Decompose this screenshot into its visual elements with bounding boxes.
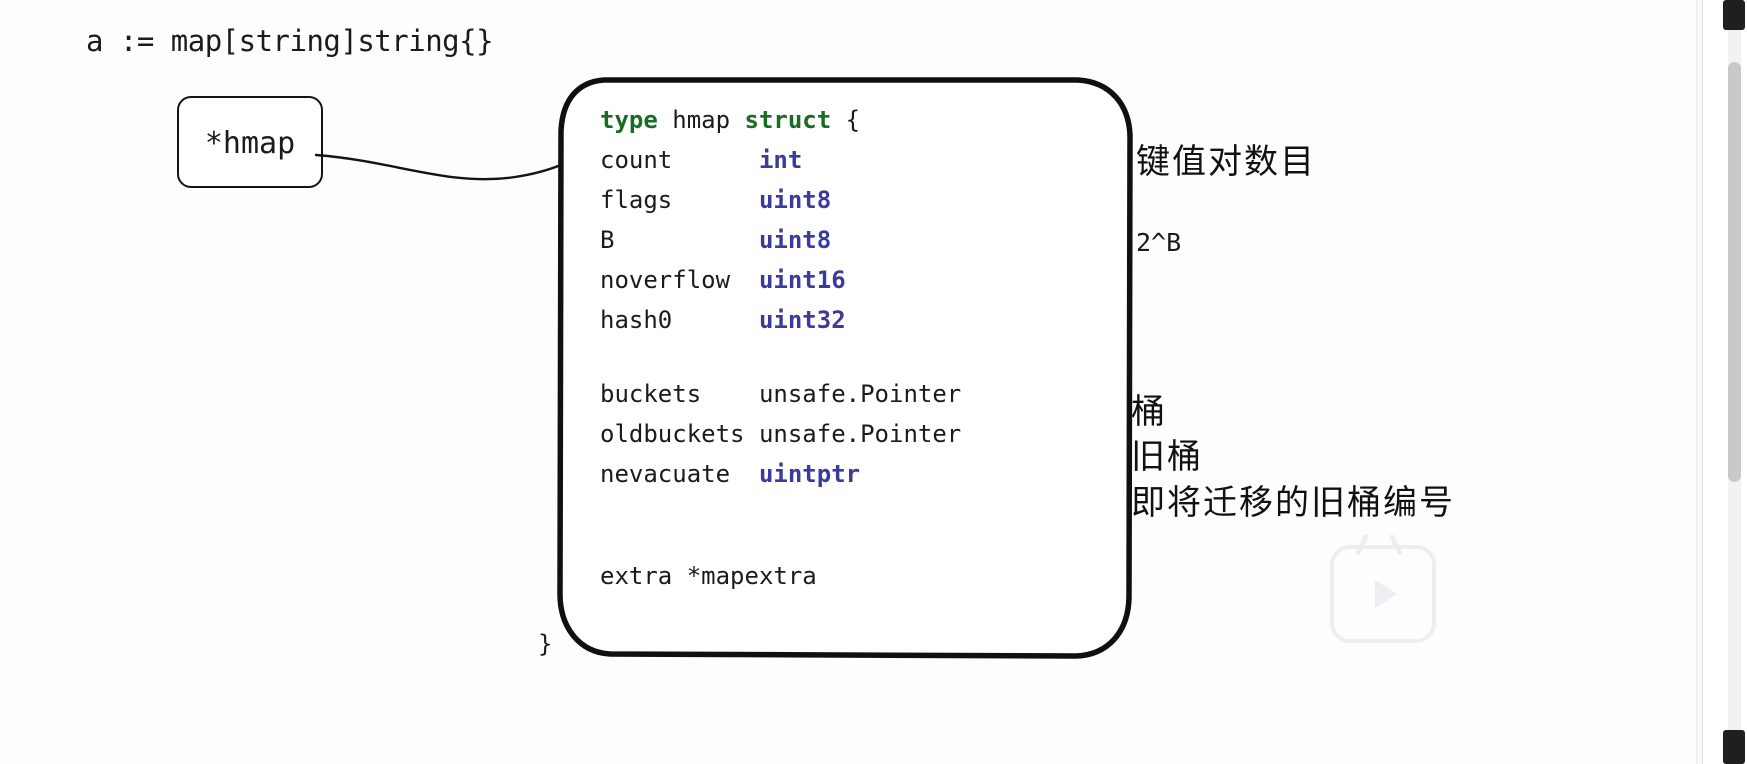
scrollbar-top-cap[interactable] (1723, 0, 1745, 30)
hmap-pointer-label: *hmap (204, 125, 296, 161)
gap-count (672, 146, 759, 174)
field-row-hash0: hash0 uint32 (600, 300, 1120, 340)
gap-hash0 (672, 306, 759, 334)
field-name-oldbuckets: oldbuckets (600, 420, 745, 448)
hmap-struct-code: type hmap struct { count int flags uint8… (538, 100, 1120, 664)
struct-name: hmap (672, 106, 731, 134)
brace-close: } (538, 630, 553, 658)
field-extra-line: extra *mapextra (600, 562, 817, 590)
field-type-oldbuckets: unsafe.Pointer (758, 420, 962, 448)
annotation-oldbuckets: 旧桶 (1131, 437, 1203, 477)
field-name-noverflow: noverflow (600, 266, 731, 294)
keyword-struct: struct (744, 106, 832, 134)
field-type-nevacuate: uintptr (758, 460, 861, 488)
player-watermark-icon (1330, 545, 1436, 643)
field-name-buckets: buckets (600, 380, 702, 408)
field-row-noverflow: noverflow uint16 (600, 260, 1120, 300)
field-type-b: uint8 (758, 226, 832, 254)
field-type-hash0: uint32 (758, 306, 846, 334)
page-right-edge (1696, 0, 1703, 764)
gap-noverflow (730, 266, 759, 294)
struct-container-outline (557, 77, 1133, 659)
field-type-flags: uint8 (758, 186, 832, 214)
browser-right-gutter (1702, 0, 1747, 764)
field-name-hash0: hash0 (600, 306, 673, 334)
code-blank-line-2 (600, 494, 1120, 528)
field-name-b: B (600, 226, 615, 254)
struct-kw-spacer (730, 106, 744, 134)
hmap-pointer-box: *hmap (177, 96, 323, 188)
code-line-brace-close: } (538, 624, 1120, 664)
field-name-nevacuate: nevacuate (600, 460, 731, 488)
keyword-type: type (600, 106, 658, 134)
gap-oldbuckets (745, 420, 759, 448)
field-row-buckets: buckets unsafe.Pointer (600, 374, 1120, 414)
field-row-nevacuate: nevacuate uintptr (600, 454, 1120, 494)
field-row-count: count int (600, 140, 1120, 180)
code-blank-line-4 (600, 596, 1120, 624)
gap-b (614, 226, 759, 254)
map-declaration-text: a := map[string]string{} (86, 24, 494, 58)
brace-open: { (845, 106, 861, 134)
field-row-oldbuckets: oldbuckets unsafe.Pointer (600, 414, 1120, 454)
field-name-flags: flags (600, 186, 673, 214)
field-type-count: int (758, 146, 803, 174)
scrollbar-bottom-cap[interactable] (1723, 730, 1745, 764)
field-type-noverflow: uint16 (758, 266, 846, 294)
field-row-extra: extra *mapextra (600, 556, 1120, 596)
field-name-count: count (600, 146, 673, 174)
gap-nevacuate (730, 460, 759, 488)
struct-name-spacer (658, 106, 672, 134)
play-triangle-icon (1375, 580, 1397, 608)
field-type-buckets: unsafe.Pointer (758, 380, 962, 408)
brace-spacer (831, 106, 845, 134)
annotation-buckets: 桶 (1131, 392, 1167, 432)
annotation-count: 键值对数目 (1136, 142, 1316, 182)
field-row-b: B uint8 (600, 220, 1120, 260)
annotation-nevacuate: 即将迁移的旧桶编号 (1131, 483, 1455, 523)
gap-buckets (701, 380, 759, 408)
field-row-flags: flags uint8 (600, 180, 1120, 220)
code-blank-line-3 (600, 528, 1120, 556)
scrollbar-thumb[interactable] (1728, 62, 1741, 482)
annotation-b: 2^B (1136, 228, 1182, 257)
code-line-type-header: type hmap struct { (600, 100, 1120, 140)
code-blank-line-1 (600, 340, 1120, 374)
gap-flags (672, 186, 759, 214)
